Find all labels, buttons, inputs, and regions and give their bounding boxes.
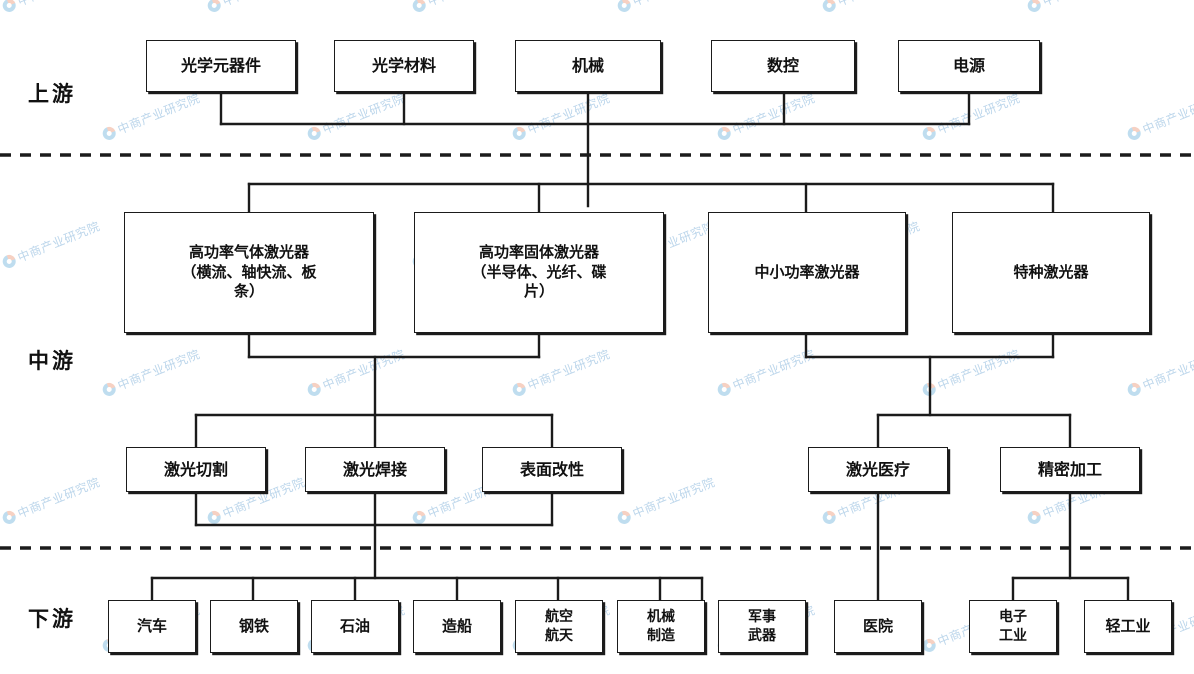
node-label: 光学元器件	[180, 56, 261, 75]
node-cnc[interactable]: 数控	[711, 40, 855, 92]
node-label-line1: 高功率气体激光器	[188, 243, 309, 262]
node-label: 激光切割	[163, 459, 228, 479]
node-label: 钢铁	[238, 617, 269, 636]
node-military-weapons[interactable]: 军事 武器	[718, 600, 806, 653]
node-label: 电源	[952, 56, 985, 75]
node-label: 光学材料	[371, 56, 436, 75]
node-laser-cutting[interactable]: 激光切割	[126, 447, 266, 492]
node-label: 军事 武器	[743, 608, 781, 645]
node-laser-medical[interactable]: 激光医疗	[808, 447, 948, 492]
node-optical-materials[interactable]: 光学材料	[334, 40, 474, 92]
node-label-line2: （横流、轴快流、板	[181, 262, 317, 281]
node-aerospace[interactable]: 航空 航天	[515, 600, 603, 653]
node-surface-treatment[interactable]: 表面改性	[482, 447, 622, 492]
node-label-line3: 条）	[233, 282, 264, 301]
node-precision-machining[interactable]: 精密加工	[1000, 447, 1140, 492]
node-label: 轻工业	[1105, 617, 1151, 636]
node-label-line1: 机械	[647, 609, 675, 626]
node-shipbuilding[interactable]: 造船	[413, 600, 501, 653]
node-medium-small-power-laser[interactable]: 中小功率激光器	[708, 212, 906, 333]
node-label: 激光医疗	[845, 459, 910, 479]
node-label: 精密加工	[1037, 459, 1102, 479]
node-label: 表面改性	[519, 459, 584, 479]
node-label: 机械	[571, 56, 604, 75]
node-label-line2: （半导体、光纤、碟	[471, 262, 607, 281]
node-light-industry[interactable]: 轻工业	[1084, 600, 1172, 653]
node-laser-welding[interactable]: 激光焊接	[305, 447, 445, 492]
node-label: 数控	[766, 56, 799, 75]
tier-label-midstream: 中游	[28, 349, 76, 373]
node-label: 航空 航天	[540, 608, 578, 645]
node-label-line2: 工业	[999, 627, 1027, 644]
node-label: 激光焊接	[342, 459, 407, 479]
node-label: 石油	[339, 617, 370, 636]
node-electronics-industry[interactable]: 电子 工业	[969, 600, 1057, 653]
node-machinery[interactable]: 机械	[515, 40, 661, 92]
node-special-laser[interactable]: 特种激光器	[952, 212, 1150, 333]
node-high-power-gas-laser[interactable]: 高功率气体激光器 （横流、轴快流、板 条）	[124, 212, 374, 333]
node-label: 医院	[862, 617, 893, 636]
node-power-supply[interactable]: 电源	[898, 40, 1040, 92]
node-label: 汽车	[136, 617, 167, 636]
node-label-line2: 制造	[647, 627, 675, 644]
node-label: 电子 工业	[994, 608, 1032, 645]
node-steel[interactable]: 钢铁	[210, 600, 298, 653]
node-label: 中小功率激光器	[754, 263, 860, 282]
node-high-power-solid-laser[interactable]: 高功率固体激光器 （半导体、光纤、碟 片）	[414, 212, 664, 333]
node-label: 高功率固体激光器 （半导体、光纤、碟 片）	[466, 243, 611, 302]
node-label: 机械 制造	[642, 608, 680, 645]
node-optical-components[interactable]: 光学元器件	[146, 40, 296, 92]
node-label-line2: 武器	[748, 627, 776, 644]
node-label-line2: 航天	[545, 627, 573, 644]
node-label: 高功率气体激光器 （横流、轴快流、板 条）	[176, 243, 321, 302]
node-automotive[interactable]: 汽车	[108, 600, 196, 653]
node-petroleum[interactable]: 石油	[311, 600, 399, 653]
node-machinery-mfg[interactable]: 机械 制造	[617, 600, 705, 653]
node-label-line1: 军事	[748, 609, 776, 626]
node-hospital[interactable]: 医院	[834, 600, 922, 653]
node-label-line1: 航空	[545, 609, 573, 626]
node-label: 造船	[441, 617, 472, 636]
node-label: 特种激光器	[1013, 263, 1089, 282]
tier-label-upstream: 上游	[28, 82, 76, 106]
tier-label-downstream: 下游	[28, 607, 76, 631]
node-label-line1: 电子	[999, 609, 1027, 626]
node-label-line3: 片）	[523, 282, 554, 301]
node-label-line1: 高功率固体激光器	[478, 243, 599, 262]
